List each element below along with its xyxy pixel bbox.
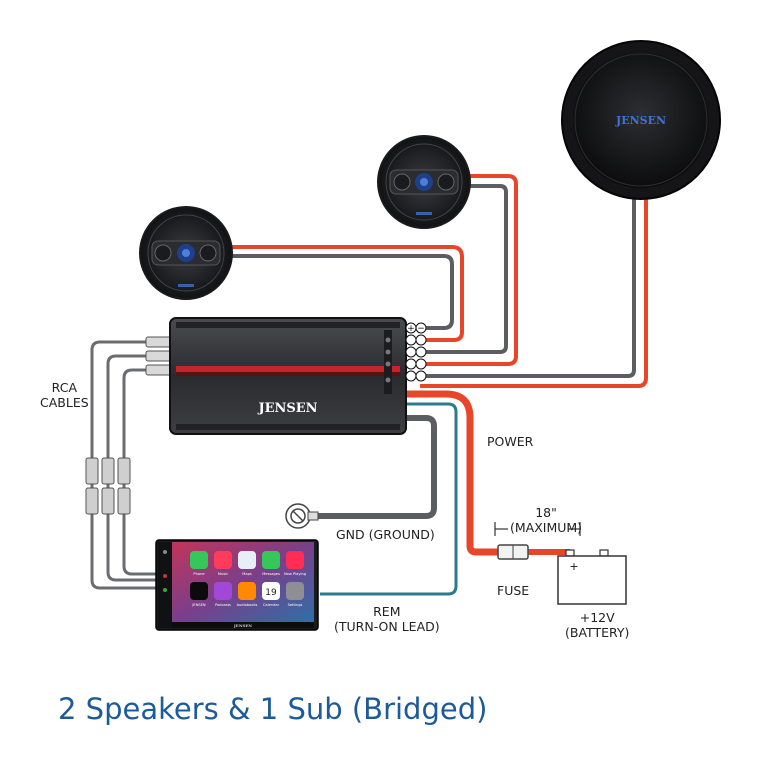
app-label-calendar: Calendar bbox=[263, 603, 280, 607]
power-wire bbox=[406, 390, 500, 556]
amplifier: JENSEN bbox=[169, 317, 407, 435]
rca-label-line2: CABLES bbox=[40, 395, 89, 410]
rca-cables-label: RCA CABLES bbox=[40, 380, 89, 410]
left-speaker-positive-wire bbox=[230, 245, 464, 342]
sub-brand-logo: JENSEN bbox=[615, 114, 666, 127]
center-speaker-positive-wire bbox=[420, 174, 518, 366]
app-label-messages: Messages bbox=[262, 572, 280, 576]
terminal-4 bbox=[405, 358, 427, 370]
sub-positive-wire bbox=[420, 195, 648, 388]
terminal-minus-symbol: − bbox=[417, 324, 425, 334]
left-speaker bbox=[139, 206, 233, 300]
fuse bbox=[497, 544, 529, 560]
subwoofer: JENSEN bbox=[561, 40, 721, 200]
ground-ring-terminal bbox=[285, 503, 319, 529]
calendar-date: 19 bbox=[265, 588, 277, 598]
distance-label-line1: 18" bbox=[535, 505, 557, 520]
app-label-music: Music bbox=[218, 572, 228, 576]
center-speaker-negative-wire bbox=[420, 184, 508, 354]
app-label-audiobooks: Audiobooks bbox=[237, 603, 258, 607]
rem-label-line2: (TURN-ON LEAD) bbox=[334, 619, 440, 634]
terminal-2 bbox=[405, 334, 427, 346]
fuse-label: FUSE bbox=[497, 583, 530, 598]
terminal-1 bbox=[405, 322, 427, 334]
battery-label-line1: +12V bbox=[579, 610, 615, 625]
rem-label-line1: REM bbox=[373, 604, 401, 619]
battery: + bbox=[557, 549, 627, 605]
battery-plus-symbol: + bbox=[569, 560, 578, 573]
distance-label: 18" (MAXIMUM) bbox=[510, 505, 582, 535]
rca-label-line1: RCA bbox=[51, 380, 77, 395]
distance-label-line2: (MAXIMUM) bbox=[510, 520, 583, 535]
terminal-3 bbox=[405, 346, 427, 358]
center-speaker-wires bbox=[420, 174, 518, 366]
app-label-podcasts: Podcasts bbox=[215, 603, 231, 607]
ground-wire bbox=[316, 415, 437, 519]
battery-label: +12V (BATTERY) bbox=[565, 610, 629, 640]
rca-connectors-inline bbox=[85, 457, 131, 515]
amp-brand-logo: JENSEN bbox=[257, 401, 317, 416]
head-unit-app-grid: 19 Phone Music Maps Messages Now Playing… bbox=[190, 551, 306, 607]
rem-wire bbox=[320, 402, 458, 596]
left-speaker-negative-wire bbox=[228, 254, 454, 330]
sub-wires bbox=[420, 195, 648, 388]
distance-bracket bbox=[494, 522, 581, 536]
rem-label: REM (TURN-ON LEAD) bbox=[334, 604, 440, 634]
left-speaker-wires bbox=[228, 245, 464, 342]
app-label-phone: Phone bbox=[193, 572, 205, 576]
head-unit-brand: JENSEN bbox=[233, 623, 253, 628]
gnd-label: GND (GROUND) bbox=[336, 527, 435, 542]
power-label: POWER bbox=[487, 434, 534, 449]
amp-speaker-terminals: + − bbox=[405, 322, 427, 382]
terminal-plus-symbol: + bbox=[407, 324, 415, 334]
app-label-settings: Settings bbox=[288, 603, 303, 607]
app-label-maps: Maps bbox=[242, 572, 252, 576]
terminal-5 bbox=[405, 370, 427, 382]
battery-label-line2: (BATTERY) bbox=[565, 625, 630, 640]
app-label-now-playing: Now Playing bbox=[284, 572, 306, 576]
sub-negative-wire bbox=[420, 195, 636, 378]
app-label-jensen: JENSEN bbox=[191, 603, 206, 607]
center-speaker bbox=[377, 135, 471, 229]
page-title: 2 Speakers & 1 Sub (Bridged) bbox=[58, 692, 488, 726]
head-unit: 19 Phone Music Maps Messages Now Playing… bbox=[155, 539, 319, 631]
rca-plugs-amp bbox=[145, 336, 173, 376]
